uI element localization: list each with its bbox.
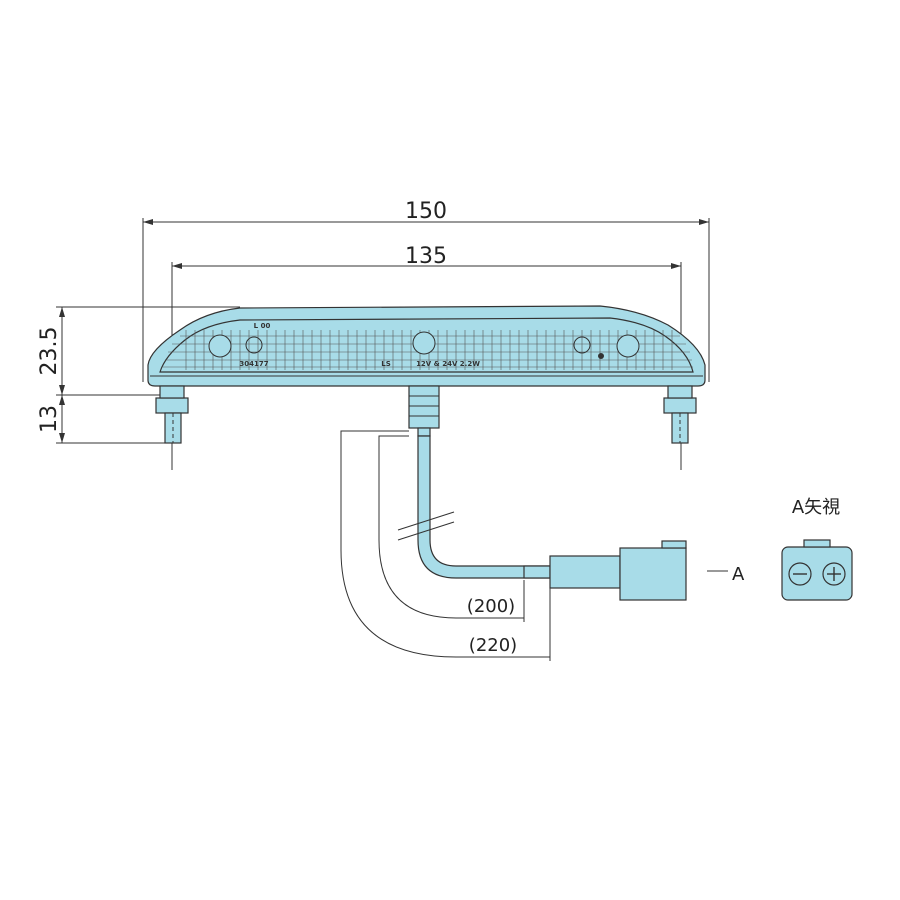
certification-dot-right — [598, 353, 604, 359]
dimension-label-200: (200) — [467, 596, 515, 617]
mounting-stud-right — [663, 385, 697, 444]
connector-face-view: A矢視 — [781, 497, 853, 601]
dimension-cable-200: (200) — [378, 435, 525, 622]
connector-latch — [803, 539, 831, 548]
lamp-bulb-right — [616, 334, 640, 358]
lens-marking-center: 12V & 24V 2.2W — [416, 360, 480, 368]
dimension-cable-220: (220) — [340, 430, 551, 661]
dimension-label-13: 13 — [37, 405, 62, 433]
minus-terminal-icon — [788, 562, 812, 586]
plus-terminal-icon — [822, 562, 846, 586]
certification-mark-right — [573, 336, 591, 354]
cable-grommet — [408, 385, 440, 437]
lamp-body: L 00 304177 LS 12V & 24V 2.2W — [147, 305, 706, 387]
view-arrow: A — [707, 564, 745, 585]
certification-mark-left — [245, 336, 263, 354]
connector-face — [781, 546, 853, 601]
view-arrow-label: A — [732, 564, 745, 585]
dimension-label-135: 135 — [405, 244, 447, 269]
view-title: A矢視 — [792, 497, 840, 518]
lamp-bulb-center — [412, 331, 436, 355]
dimension-stud-length: 13 — [37, 395, 165, 444]
lens-marking-center-left: LS — [381, 360, 391, 368]
connector — [549, 540, 687, 601]
lens-marking-left-bottom: 304177 — [239, 360, 268, 368]
lens-marking-left-top: L 00 — [254, 322, 271, 330]
dimension-overall-width: 150 — [142, 199, 710, 382]
lamp-bulb-left — [208, 334, 232, 358]
cable — [397, 435, 551, 579]
dimension-label-23-5: 23.5 — [37, 327, 62, 376]
mounting-stud-left — [155, 385, 189, 444]
dimension-label-220: (220) — [469, 635, 517, 656]
dimension-body-height: 23.5 — [37, 306, 240, 396]
dimension-label-150: 150 — [405, 199, 447, 224]
